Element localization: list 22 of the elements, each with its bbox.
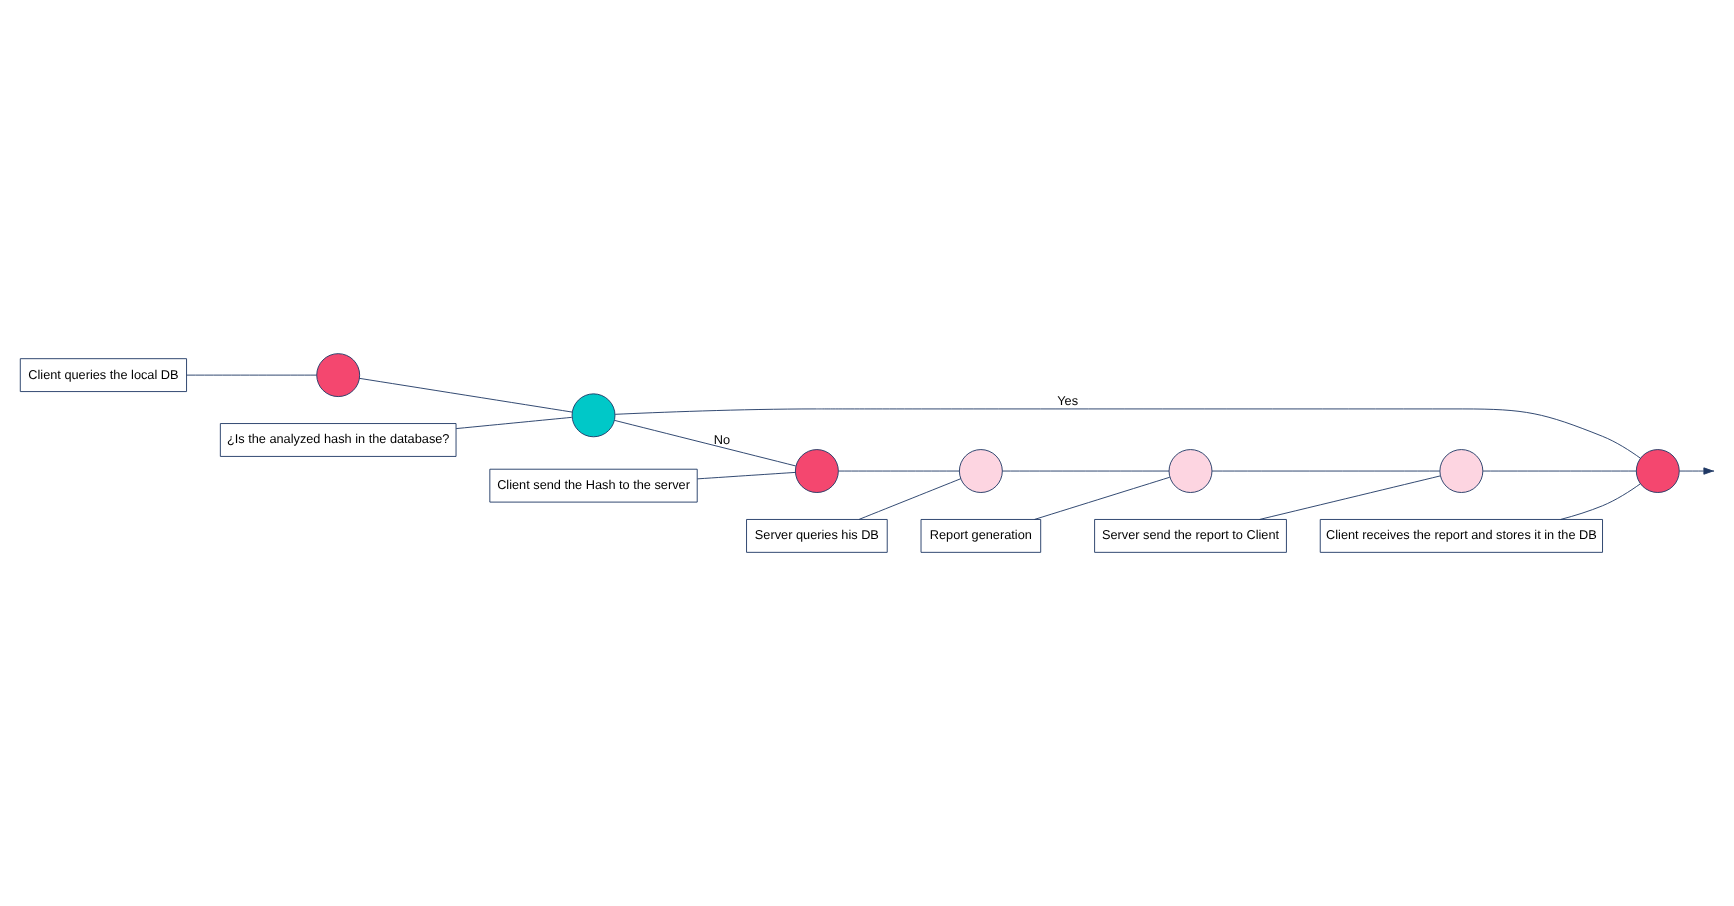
- node-circle: [316, 353, 361, 398]
- node-circle: [794, 449, 839, 493]
- connector: [1259, 475, 1441, 520]
- arrow: [1679, 467, 1714, 475]
- node-circle: [958, 449, 1003, 493]
- connector: [455, 416, 573, 430]
- node-circle: [1635, 449, 1680, 493]
- connector: [1034, 476, 1171, 520]
- connector: [1560, 483, 1641, 520]
- connector: [1211, 470, 1441, 472]
- connector: [186, 374, 318, 376]
- connector: [614, 419, 797, 467]
- node-circle: [1168, 449, 1213, 493]
- connector: [1482, 470, 1637, 472]
- connector: [614, 408, 1641, 459]
- connector: [838, 470, 960, 472]
- node-circle: [1439, 449, 1484, 493]
- connector: [358, 377, 573, 413]
- connector: [696, 471, 796, 480]
- connector: [858, 478, 962, 520]
- node-circle: [571, 393, 616, 438]
- connector: [1002, 470, 1170, 472]
